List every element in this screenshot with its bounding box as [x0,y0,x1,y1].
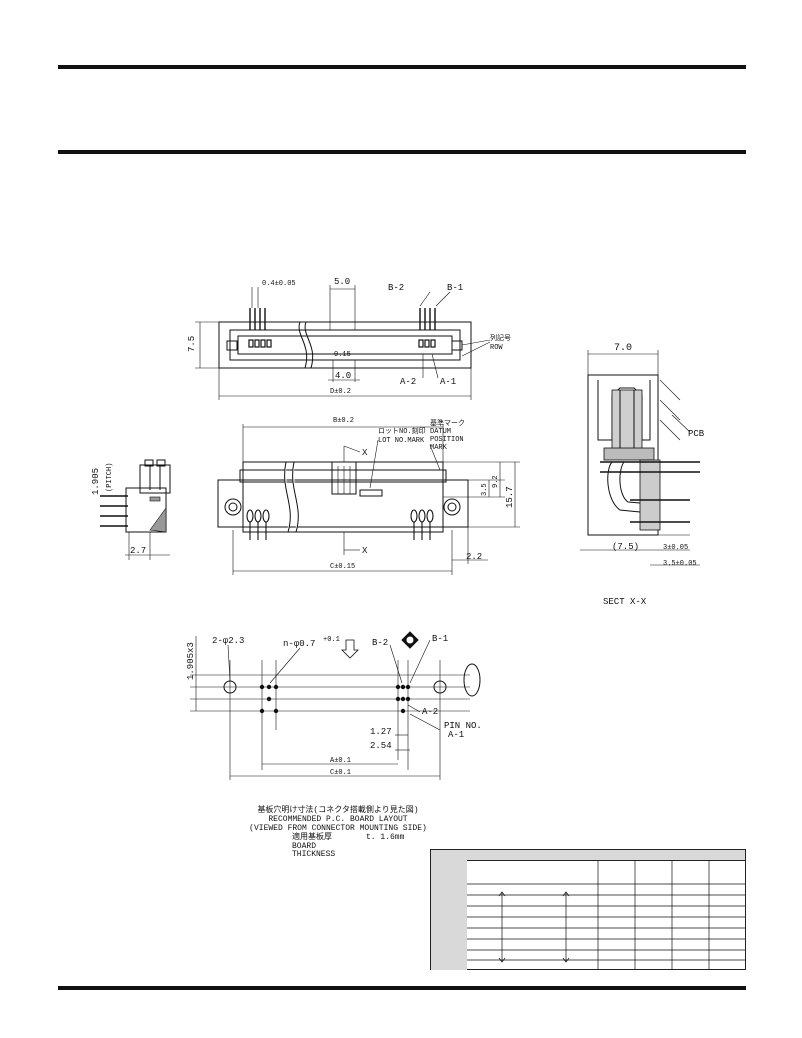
label-row: ROW [490,344,503,352]
dim-pitch: 1.905 [91,468,101,495]
dim-c: C±0.15 [330,563,355,571]
section-mark-x-bottom: X [362,546,368,556]
board-note-line1: BOARD [292,841,317,851]
datum-line2: POSITION [430,436,464,444]
hole-pin: n-φ0.7 [283,639,315,649]
datum-line3: MARK [430,444,448,452]
pcb-layout-note: 基板穴明け寸法(コネクタ搭載側より見た図) RECOMMENDED P.C. B… [238,806,438,833]
dim-offset: 4.0 [335,371,351,381]
board-note-jp: 適用基板厚 [292,833,332,842]
front-view: B±0.2 ロットNO.刻印 LOT NO.MARK 基準マーク DATUM P… [217,417,520,575]
header-rule [58,150,746,154]
dim-tolerance: 0.15 [334,351,351,359]
top-view: 0.4±0.05 5.0 B-2 B-1 7.5 0.15 4.0 A-2 A-… [187,277,511,400]
pitch-label: (PITCH) [106,463,114,492]
dim-7-5: (7.5) [612,542,639,552]
pcb-label-b1: B-1 [432,634,448,644]
bottom-rule [58,986,746,990]
dim-3: 3±0.05 [663,544,688,552]
board-thickness-value: t. 1.6mm [366,833,405,842]
layout-note-jp: 基板穴明け寸法(コネクタ搭載側より見た図) [257,806,419,815]
hole-pin-tol: +0.1 [323,636,340,644]
dim-3-5-section: 3.5±0.05 [663,560,697,568]
section-view: 7.0 PCB (7.5) 3±0.05 3.5±0.05 SECT X-X [580,343,705,607]
layout-note-line1: RECOMMENDED P.C. BOARD LAYOUT [268,815,408,824]
spec-table-row-header [431,860,467,970]
lot-mark: LOT NO.MARK [378,437,425,445]
pcb-label-a2: A-2 [422,707,438,717]
dim-a: A±0.1 [330,757,351,765]
dim-row-spacing: 5.0 [334,277,350,287]
label-b1: B-1 [447,283,463,293]
label-row-jp: 列記号 [490,333,511,343]
pcb-layout: 1.905x3 2-φ2.3 n-φ0.7 +0.1 B-2 B-1 A-2 P… [186,631,482,780]
dim-2-2: 2.2 [466,552,482,562]
dim-3-5: 3.5 [481,483,489,496]
lot-mark-jp: ロットNO.刻印 [378,426,426,436]
section-title: SECT X-X [603,597,647,607]
label-a2: A-2 [400,377,416,387]
datum-jp: 基準マーク [430,418,465,428]
dim-d: D±0.2 [330,388,351,396]
dim-1-27: 1.27 [370,727,392,737]
dim-7-0: 7.0 [614,343,632,354]
dim-2-7: 2.7 [130,546,146,556]
dim-c-pcb: C±0.1 [330,769,351,777]
spec-table [430,849,746,970]
dim-9-2: 9.2 [492,475,500,488]
label-b2: B-2 [388,283,404,293]
dim-b: B±0.2 [333,417,354,425]
label-a1: A-1 [440,377,456,387]
datum-line1: DATUM [430,428,451,436]
section-mark-x-top: X [362,448,368,458]
top-rule [58,65,746,69]
spec-table-header [431,850,745,861]
board-note-line2: THICKNESS [292,850,336,859]
label-pcb: PCB [688,429,705,439]
pin-no: PIN NO. [444,721,482,731]
dim-pin-width: 0.4±0.05 [262,280,296,288]
layout-note-line2: (VIEWED FROM CONNECTOR MOUNTING SIDE) [249,824,427,833]
dim-15-7: 15.7 [505,486,515,508]
dim-2-54: 2.54 [370,741,392,751]
board-thickness-note: 適用基板厚 BOARD THICKNESS t. 1.6mm [292,833,404,860]
pcb-label-a1: A-1 [448,730,464,740]
hole-mount: 2-φ2.3 [212,636,244,646]
dim-1905x3: 1.905x3 [186,642,196,680]
pcb-label-b2: B-2 [372,638,388,648]
side-view: 1.905 (PITCH) 2.7 [91,459,171,560]
dim-height: 7.5 [187,336,197,352]
